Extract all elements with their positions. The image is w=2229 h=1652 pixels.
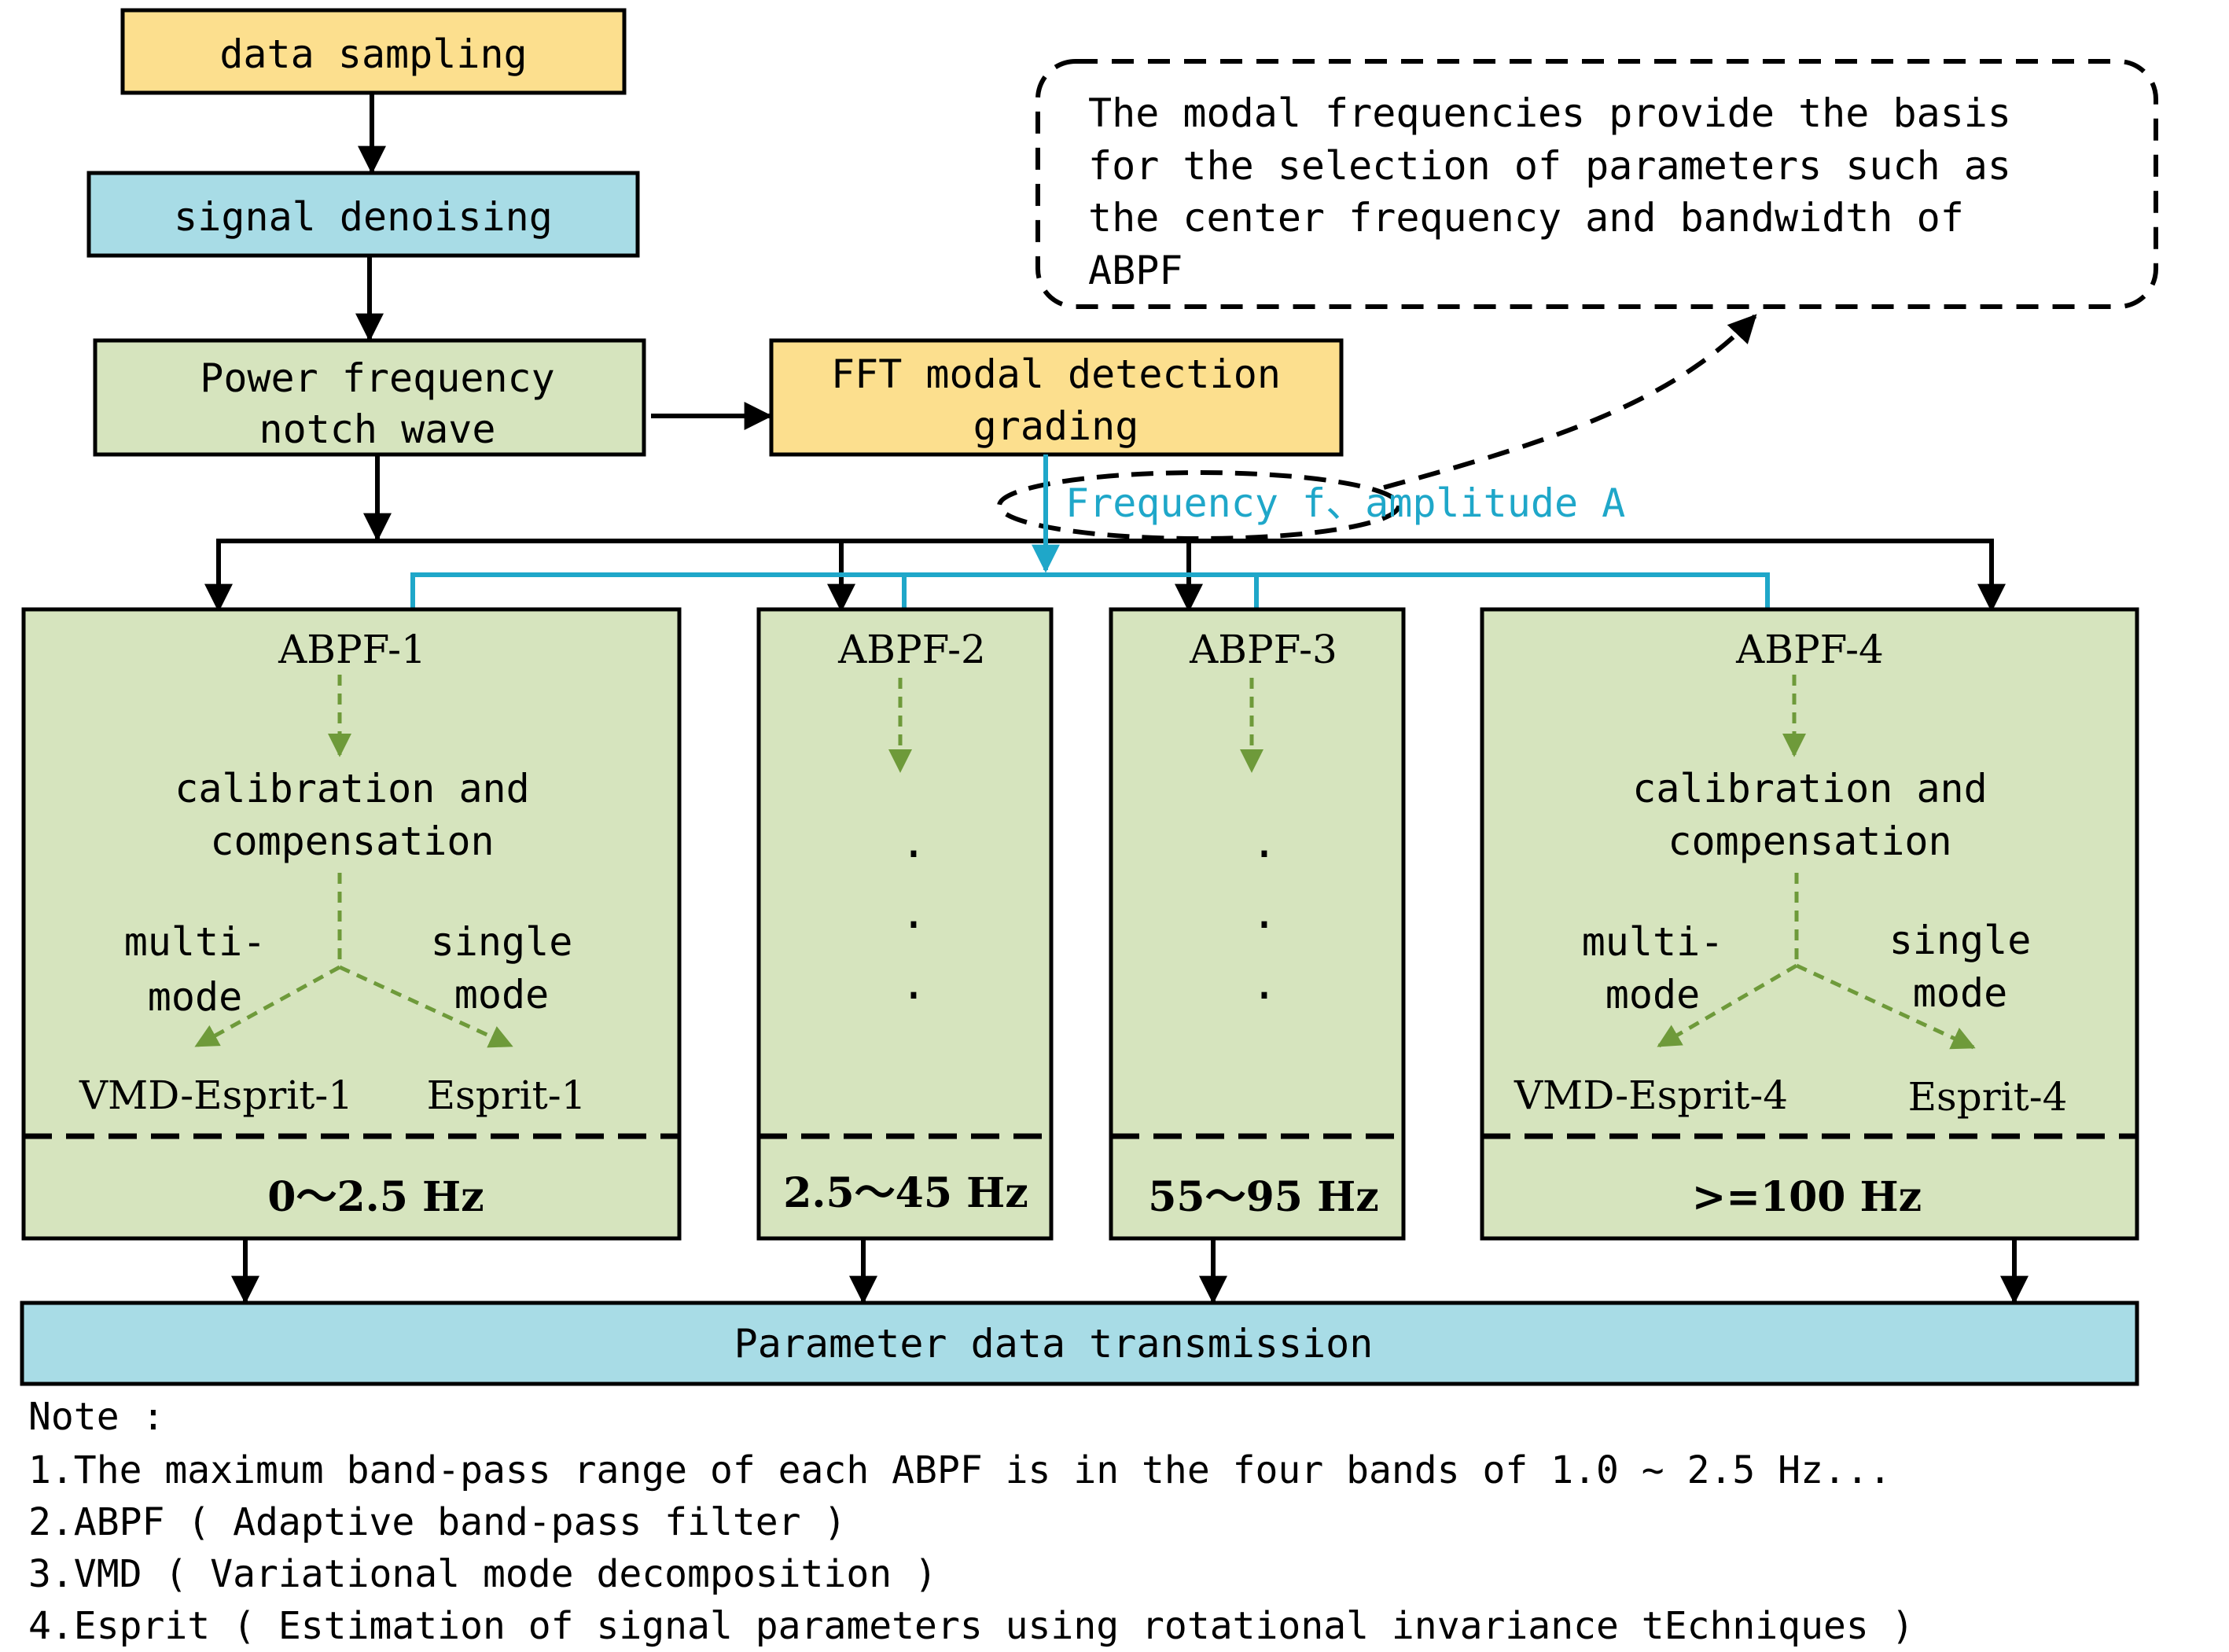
callout-line1: The modal frequencies provide the basis [1088, 90, 2011, 136]
abpf-4-esprit: Esprit-4 [1908, 1074, 2068, 1120]
abpf-4-block: ABPF-4 calibration and compensation mult… [1480, 607, 2139, 1241]
fft-detection-label-line1: FFT modal detection [831, 351, 1281, 397]
abpf-4-title: ABPF-4 [1735, 627, 1884, 672]
black-bus [216, 539, 1994, 582]
callout-pointer-arrow [1383, 314, 1757, 490]
data-sampling-label: data sampling [219, 31, 527, 77]
notch-wave-label-line2: notch wave [259, 407, 495, 452]
abpf-1-vmd-esprit: VMD-Esprit-1 [79, 1073, 353, 1118]
abpf-2-block: ABPF-2 . . . 2.5～45 Hz [756, 607, 1054, 1241]
abpf-3-dot-1: . [1251, 817, 1278, 868]
abpf-1-block: ABPF-1 calibration and compensation mult… [21, 607, 682, 1241]
abpf-3-dot-2: . [1251, 888, 1278, 939]
abpf-2-dot-2: . [900, 888, 927, 939]
abpf-2-range: 2.5～45 Hz [783, 1169, 1028, 1217]
note-3: 3.VMD ( Variational mode decomposition ) [28, 1552, 937, 1596]
note-heading: Note : [28, 1395, 164, 1439]
fft-detection-label-line2: grading [973, 403, 1139, 449]
callout-line2: for the selection of parameters such as [1088, 143, 2011, 189]
abpf-4-single-mode-line1: single [1889, 918, 2032, 963]
cyan-bus [410, 572, 1770, 633]
transmission-label: Parameter data transmission [734, 1321, 1374, 1367]
note-4: 4.Esprit ( Estimation of signal paramete… [28, 1604, 1915, 1648]
data-sampling-box [120, 8, 627, 95]
abpf-1-esprit: Esprit-1 [427, 1073, 587, 1118]
frequency-amplitude-label: Frequency f、amplitude A [1065, 480, 1625, 526]
abpf-4-range: >=100 Hz [1692, 1173, 1922, 1221]
abpf-3-title: ABPF-3 [1189, 627, 1337, 672]
abpf-1-single-mode-line2: mode [454, 972, 549, 1017]
transmission-box [20, 1301, 2139, 1386]
abpf-4-calibration-line1: calibration and [1632, 766, 1988, 811]
abpf-1-calibration-line2: compensation [210, 819, 494, 864]
abpf-3-block: ABPF-3 . . . 55～95 Hz [1109, 607, 1406, 1241]
abpf-1-multi-mode-line2: mode [148, 974, 242, 1020]
abpf-1-multi-mode-line1: multi- [124, 919, 267, 965]
abpf-4-single-mode-line2: mode [1913, 970, 2007, 1016]
frequency-ellipse [997, 470, 1401, 541]
signal-denoising-box [86, 171, 640, 258]
abpf-1-range: 0～2.5 Hz [267, 1173, 484, 1221]
abpf-4-calibration-line2: compensation [1668, 819, 1951, 864]
abpf-4-vmd-esprit: VMD-Esprit-4 [1514, 1073, 1788, 1118]
abpf-1-title: ABPF-1 [278, 627, 426, 672]
signal-denoising-label: signal denoising [174, 194, 553, 240]
callout-line3: the center frequency and bandwidth of [1088, 195, 1964, 241]
abpf-2-dot-3: . [900, 958, 927, 1010]
abpf-3-range: 55～95 Hz [1148, 1173, 1379, 1221]
fft-detection-box [769, 338, 1344, 457]
abpf-1-calibration-line1: calibration and [175, 766, 530, 811]
abpf-2-title: ABPF-2 [837, 627, 986, 672]
abpf-1-single-mode-line1: single [431, 919, 573, 965]
abpf-2-dot-1: . [900, 817, 927, 868]
callout-line4: ABPF [1088, 248, 1183, 293]
note-1: 1.The maximum band-pass range of each AB… [28, 1448, 1892, 1492]
callout-box [1035, 59, 2158, 309]
abpf-4-multi-mode-line2: mode [1606, 972, 1700, 1017]
notch-wave-label-line1: Power frequency [200, 355, 555, 401]
abpf-3-dot-3: . [1251, 958, 1278, 1010]
note-2: 2.ABPF ( Adaptive band-pass filter ) [28, 1500, 846, 1544]
abpf-4-multi-mode-line1: multi- [1582, 919, 1724, 965]
